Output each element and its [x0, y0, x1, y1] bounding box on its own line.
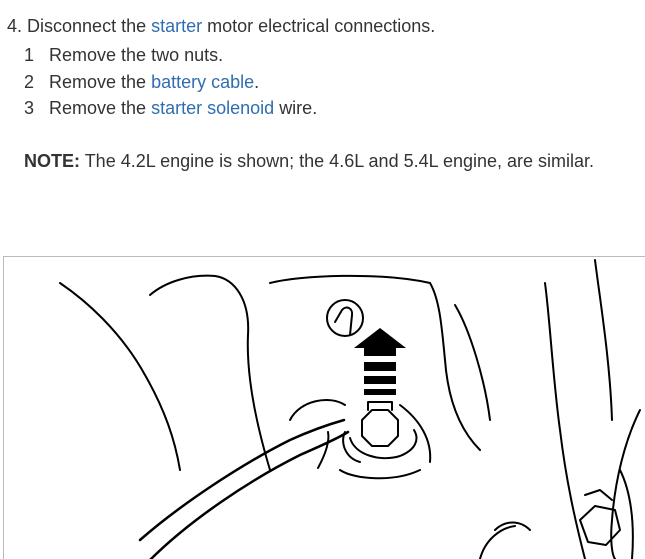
illustration-figure — [3, 256, 645, 559]
cable-end — [317, 431, 330, 469]
engine-outline — [149, 274, 271, 471]
engine-outline — [269, 274, 431, 284]
substep-number: 1 — [24, 45, 35, 65]
substep-list: 1 Remove the two nuts. 2 Remove the batt… — [24, 42, 317, 122]
substep-text-after: . — [254, 71, 260, 92]
note: NOTE: The 4.2L engine is shown; the 4.6L… — [24, 149, 594, 173]
solenoid-outline — [339, 469, 421, 480]
mount-hook — [334, 306, 354, 336]
component-outline — [494, 521, 531, 531]
solenoid-outline — [399, 404, 432, 463]
engine-outline — [59, 282, 181, 471]
battery-cable — [138, 418, 346, 542]
terminal-washer — [349, 429, 418, 460]
terminal-washer — [342, 431, 361, 463]
starter-link[interactable]: starter — [151, 16, 203, 36]
starter-solenoid-link[interactable]: starter solenoid — [151, 98, 275, 118]
battery-cable-link[interactable]: battery cable — [151, 71, 255, 92]
battery-cable — [149, 430, 350, 559]
engine-outline — [429, 282, 481, 451]
substep-item-2: 2 Remove the battery cable. — [24, 69, 317, 96]
mount-hole — [326, 299, 364, 337]
engine-outline — [544, 282, 586, 559]
component-outline — [479, 525, 516, 559]
step-4-heading: 4. Disconnect the starter motor electric… — [7, 14, 435, 38]
solenoid-outline — [289, 399, 346, 421]
arrow-up-icon — [354, 328, 406, 395]
substep-text: Remove the — [49, 71, 147, 92]
bolt-head — [584, 489, 613, 501]
note-text: The 4.2L engine is shown; the 4.6L and 5… — [84, 151, 595, 171]
substep-text: Remove the two nuts. — [49, 45, 224, 65]
engine-outline — [619, 469, 634, 559]
substep-text: Remove the — [49, 98, 147, 118]
terminal-nut — [361, 409, 399, 447]
note-label: NOTE: — [24, 151, 80, 171]
bolt-head — [579, 505, 621, 546]
engine-outline — [594, 259, 613, 421]
substep-number: 2 — [24, 71, 35, 92]
engine-outline — [454, 304, 491, 421]
substep-text-after: wire. — [279, 98, 318, 118]
step-text-before: Disconnect the — [27, 16, 147, 36]
engine-outline — [610, 409, 641, 559]
substep-item-1: 1 Remove the two nuts. — [24, 42, 317, 69]
substep-number: 3 — [24, 98, 35, 118]
substep-item-3: 3 Remove the starter solenoid wire. — [24, 95, 317, 122]
step-number: 4. — [7, 16, 23, 36]
terminal-stud — [367, 401, 393, 411]
step-text-after: motor electrical connections. — [207, 16, 436, 36]
